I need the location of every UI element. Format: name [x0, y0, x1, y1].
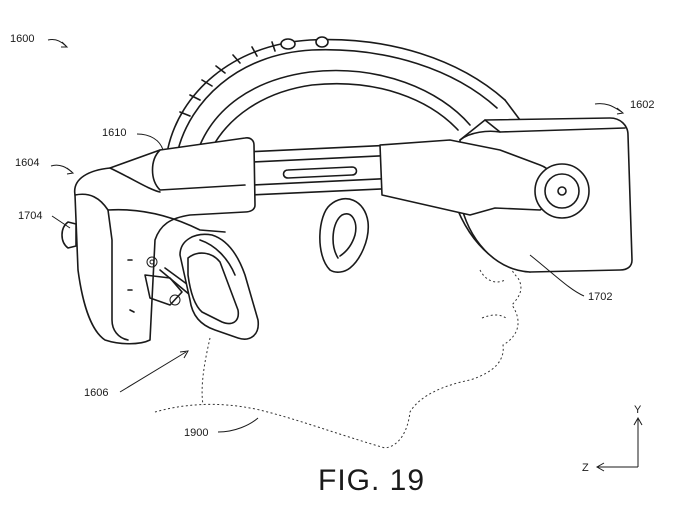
label-1602: 1602	[630, 99, 654, 111]
label-1900: 1900	[184, 427, 208, 439]
label-1610: 1610	[102, 127, 126, 139]
top-strap	[167, 36, 521, 151]
label-1704: 1704	[18, 210, 42, 222]
face-pad	[179, 233, 260, 340]
front-visor	[61, 137, 256, 345]
figure-caption: FIG. 19	[318, 464, 425, 497]
ear	[319, 198, 370, 273]
label-1600: 1600	[10, 33, 34, 45]
head-outline	[154, 254, 522, 449]
label-1606: 1606	[84, 387, 108, 399]
label-1702: 1702	[588, 291, 612, 303]
leader-lines	[47, 39, 625, 433]
axis-label-z: Z	[582, 462, 589, 474]
axis-indicator: Y Z	[582, 404, 643, 474]
label-1604: 1604	[15, 157, 39, 169]
axis-label-y: Y	[634, 404, 642, 416]
rear-unit	[379, 117, 633, 273]
